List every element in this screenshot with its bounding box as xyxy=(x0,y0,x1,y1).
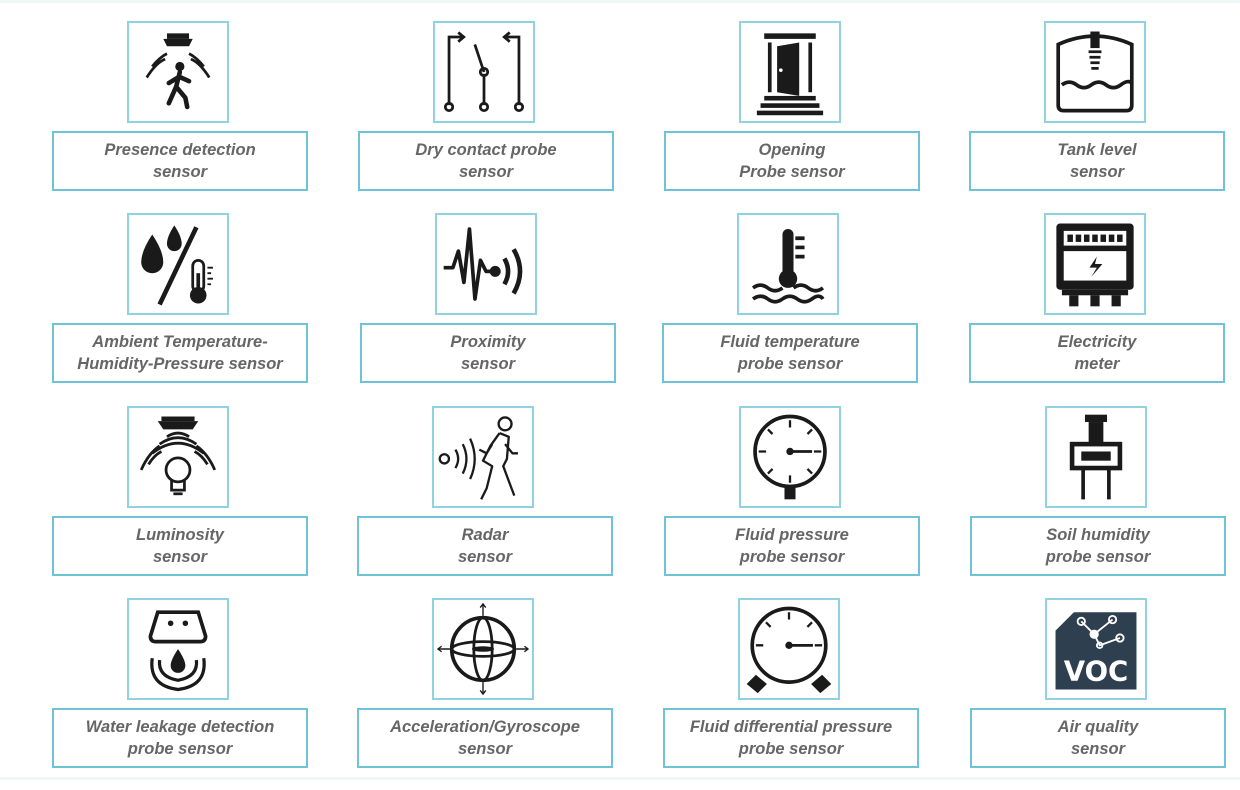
soil-humidity-icon xyxy=(1069,414,1123,500)
sensor-tile-electricity-meter[interactable]: Electricity meter xyxy=(969,213,1225,405)
gyroscope-icon xyxy=(437,603,529,695)
presence-detection-icon-frame xyxy=(127,21,229,123)
sensor-tile-fluid-pressure[interactable]: Fluid pressure probe sensor xyxy=(664,406,920,598)
sensor-tile-air-quality[interactable]: VOC Air quality sensor xyxy=(970,598,1226,790)
fluid-temperature-icon-frame xyxy=(737,213,839,315)
sensor-label: Ambient Temperature- Humidity-Pressure s… xyxy=(52,323,308,383)
electricity-meter-icon xyxy=(1056,223,1134,307)
sensor-tile-presence-detection[interactable]: Presence detection sensor xyxy=(52,21,308,213)
proximity-icon-frame xyxy=(435,213,537,315)
differential-pressure-icon xyxy=(746,606,832,694)
sensor-tile-ambient[interactable]: Ambient Temperature- Humidity-Pressure s… xyxy=(52,213,308,405)
sensor-label-line1: Soil humidity xyxy=(1046,526,1150,544)
sensor-label: Opening Probe sensor xyxy=(664,131,920,191)
sensor-label-line2: sensor xyxy=(1069,163,1125,181)
tank-level-icon xyxy=(1056,31,1134,113)
sensor-label-line2: sensor xyxy=(460,355,516,373)
sensor-label: Water leakage detection probe sensor xyxy=(52,708,308,768)
sensor-label-line1: Acceleration/Gyroscope xyxy=(390,718,580,736)
radar-icon-frame xyxy=(432,406,534,508)
temperature-humidity-icon xyxy=(141,225,213,306)
sensor-tile-differential-pressure[interactable]: Fluid differential pressure probe sensor xyxy=(663,598,919,790)
voc-text: VOC xyxy=(1064,654,1129,687)
sensor-label: Presence detection sensor xyxy=(52,131,308,191)
fluid-temperature-icon xyxy=(751,229,825,304)
gyroscope-icon-frame xyxy=(432,598,534,700)
sensor-label-line1: Dry contact probe xyxy=(415,141,557,159)
pressure-gauge-icon xyxy=(753,414,827,500)
sensor-label-line2: sensor xyxy=(457,740,513,758)
proximity-icon xyxy=(443,227,523,301)
sensor-label: Proximity sensor xyxy=(360,323,616,383)
sensor-label: Fluid temperature probe sensor xyxy=(662,323,918,383)
sensor-tile-proximity[interactable]: Proximity sensor xyxy=(360,213,616,405)
sensor-label-line1: Proximity xyxy=(450,333,526,351)
temperature-humidity-icon-frame xyxy=(127,213,229,315)
dry-contact-icon-frame xyxy=(433,21,535,123)
sensor-label-line2: probe sensor xyxy=(739,548,845,566)
dry-contact-icon xyxy=(443,31,525,113)
pressure-gauge-icon-frame xyxy=(739,406,841,508)
sensor-label-line1: Luminosity xyxy=(135,526,224,544)
top-divider xyxy=(0,0,1240,3)
soil-humidity-icon-frame xyxy=(1045,406,1147,508)
door-opening-icon-frame xyxy=(739,21,841,123)
sensor-label-line1: Water leakage detection xyxy=(85,718,275,736)
sensor-tile-water-leakage[interactable]: Water leakage detection probe sensor xyxy=(52,598,308,790)
sensor-label-line2: sensor xyxy=(458,163,514,181)
sensor-tile-radar[interactable]: Radar sensor xyxy=(357,406,613,598)
sensor-label-line1: Ambient Temperature- xyxy=(92,333,268,351)
sensor-tile-fluid-temperature[interactable]: Fluid temperature probe sensor xyxy=(662,213,918,405)
sensor-label-line1: Fluid pressure xyxy=(735,526,849,544)
sensor-label-line1: Opening xyxy=(758,141,826,159)
electricity-meter-icon-frame xyxy=(1044,213,1146,315)
water-leakage-icon-frame xyxy=(127,598,229,700)
sensor-label-line1: Tank level xyxy=(1057,141,1137,159)
sensor-label-line1: Fluid temperature xyxy=(720,333,860,351)
sensor-label-line2: sensor xyxy=(457,548,513,566)
sensor-tile-dry-contact[interactable]: Dry contact probe sensor xyxy=(358,21,614,213)
sensor-label: Dry contact probe sensor xyxy=(358,131,614,191)
sensor-label-line2: sensor xyxy=(152,163,208,181)
sensor-label-line2: Probe sensor xyxy=(739,163,845,181)
sensor-label-line2: sensor xyxy=(152,548,208,566)
luminosity-icon-frame xyxy=(127,406,229,508)
sensor-label-line2: sensor xyxy=(1070,740,1126,758)
sensor-label: Soil humidity probe sensor xyxy=(970,516,1226,576)
sensor-label: Tank level sensor xyxy=(969,131,1225,191)
sensor-label-line1: Electricity xyxy=(1057,333,1137,351)
sensor-label-line2: probe sensor xyxy=(738,740,844,758)
sensor-label: Radar sensor xyxy=(357,516,613,576)
sensor-label: Fluid differential pressure probe sensor xyxy=(663,708,919,768)
luminosity-icon xyxy=(139,416,217,496)
sensor-tile-acceleration-gyroscope[interactable]: Acceleration/Gyroscope sensor xyxy=(357,598,613,790)
sensor-label: Electricity meter xyxy=(969,323,1225,383)
sensor-tile-tank-level[interactable]: Tank level sensor xyxy=(969,21,1225,213)
sensor-label: Fluid pressure probe sensor xyxy=(664,516,920,576)
radar-icon xyxy=(438,416,518,500)
sensor-label-line2: Humidity-Pressure sensor xyxy=(77,355,283,373)
sensor-label: Luminosity sensor xyxy=(52,516,308,576)
sensor-tile-luminosity[interactable]: Luminosity sensor xyxy=(52,406,308,598)
sensor-label-line2: probe sensor xyxy=(1045,548,1151,566)
bottom-divider xyxy=(0,777,1240,780)
sensor-label-line1: Radar xyxy=(461,526,509,544)
voc-icon-frame: VOC xyxy=(1045,598,1147,700)
differential-pressure-icon-frame xyxy=(738,598,840,700)
sensor-label: Air quality sensor xyxy=(970,708,1226,768)
sensor-label-line2: probe sensor xyxy=(737,355,843,373)
sensor-label-line1: Air quality xyxy=(1057,718,1139,736)
tank-level-icon-frame xyxy=(1044,21,1146,123)
sensor-label: Acceleration/Gyroscope sensor xyxy=(357,708,613,768)
sensor-label-line2: meter xyxy=(1074,355,1120,373)
sensor-label-line1: Presence detection xyxy=(104,141,256,159)
sensor-tile-soil-humidity[interactable]: Soil humidity probe sensor xyxy=(970,406,1226,598)
voc-icon: VOC xyxy=(1055,612,1137,690)
sensor-label-line1: Fluid differential pressure xyxy=(689,718,893,736)
sensor-tile-opening[interactable]: Opening Probe sensor xyxy=(664,21,920,213)
water-leakage-icon xyxy=(148,610,208,692)
door-opening-icon xyxy=(756,33,824,116)
presence-detection-icon xyxy=(145,33,211,110)
sensor-label-line2: probe sensor xyxy=(127,740,233,758)
